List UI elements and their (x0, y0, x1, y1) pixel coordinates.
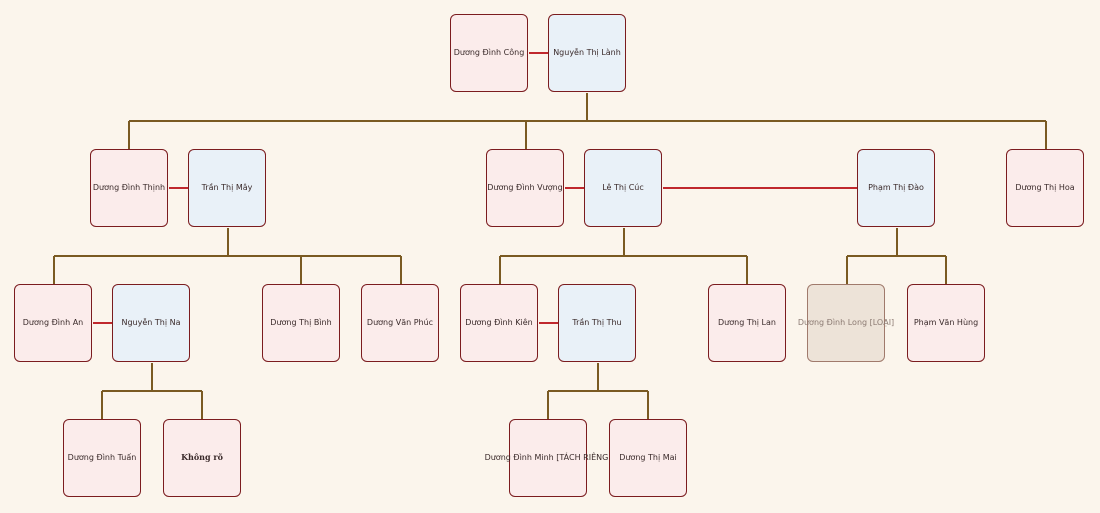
person-name: Dương Thị Bình (270, 318, 332, 328)
person-name: Phạm Văn Hùng (913, 318, 979, 328)
person-name: Dương Đình Vượng (487, 183, 563, 193)
person-name: Trần Thị Mây (201, 183, 253, 193)
person-name: Dương Đình Công (453, 48, 525, 58)
child-link-cuc (499, 228, 748, 284)
person-unknown[interactable]: Không rõ (163, 419, 241, 497)
person-name: Dương Đình Minh [TÁCH RIÊNG] (484, 453, 612, 463)
person-nguyen-thi-na[interactable]: Nguyễn Thị Na (112, 284, 190, 362)
person-name: Không rõ (181, 452, 223, 463)
person-duong-dinh-long-removed[interactable]: Dương Đình Long [LOẠI] (798, 284, 894, 362)
person-duong-van-phuc[interactable]: Dương Văn Phúc (361, 284, 439, 362)
person-name: Dương Thị Hoa (1015, 183, 1075, 193)
person-duong-dinh-an[interactable]: Dương Đình An (14, 284, 92, 362)
person-duong-thi-mai[interactable]: Dương Thị Mai (609, 419, 687, 497)
person-name: Dương Thị Mai (619, 453, 677, 463)
person-nguyen-thi-lanh[interactable]: Nguyễn Thị Lành (548, 14, 626, 92)
person-duong-dinh-vuong[interactable]: Dương Đình Vượng (486, 149, 564, 227)
person-duong-dinh-kien[interactable]: Dương Đình Kiên (460, 284, 538, 362)
person-tran-thi-thu[interactable]: Trần Thị Thu (558, 284, 636, 362)
child-link-may (53, 228, 402, 284)
person-duong-dinh-thinh[interactable]: Dương Đình Thịnh (90, 149, 168, 227)
person-name: Trần Thị Thu (572, 318, 622, 328)
person-duong-thi-hoa[interactable]: Dương Thị Hoa (1006, 149, 1084, 227)
person-duong-dinh-minh-separated[interactable]: Dương Đình Minh [TÁCH RIÊNG] (485, 419, 611, 497)
person-name: Dương Đình Kiên (465, 318, 533, 328)
person-name: Dương Thị Lan (718, 318, 776, 328)
person-name: Dương Đình An (22, 318, 84, 328)
person-name: Dương Đình Thịnh (92, 183, 166, 193)
person-name: Lê Thị Cúc (602, 183, 644, 193)
child-links (53, 93, 1047, 419)
person-duong-dinh-tuan[interactable]: Dương Đình Tuấn (63, 419, 141, 497)
person-name: Dương Văn Phúc (366, 318, 434, 328)
person-name: Dương Đình Tuấn (67, 453, 137, 463)
person-name: Nguyễn Thị Na (121, 318, 181, 328)
person-pham-thi-dao[interactable]: Phạm Thị Đào (857, 149, 935, 227)
person-name: Nguyễn Thị Lành (553, 48, 621, 58)
person-name: Phạm Thị Đào (868, 183, 924, 193)
child-link-dao (846, 228, 947, 284)
person-duong-dinh-cong[interactable]: Dương Đình Công (450, 14, 528, 92)
person-tran-thi-may[interactable]: Trần Thị Mây (188, 149, 266, 227)
person-duong-thi-lan[interactable]: Dương Thị Lan (708, 284, 786, 362)
person-name: Dương Đình Long [LOẠI] (797, 318, 895, 328)
child-link-na (101, 363, 203, 419)
person-le-thi-cuc[interactable]: Lê Thị Cúc (584, 149, 662, 227)
person-duong-thi-binh[interactable]: Dương Thị Bình (262, 284, 340, 362)
person-pham-van-hung[interactable]: Phạm Văn Hùng (907, 284, 985, 362)
child-link-gen1 (128, 93, 1047, 149)
spouse-links (93, 52, 857, 324)
child-link-thu (547, 363, 649, 419)
